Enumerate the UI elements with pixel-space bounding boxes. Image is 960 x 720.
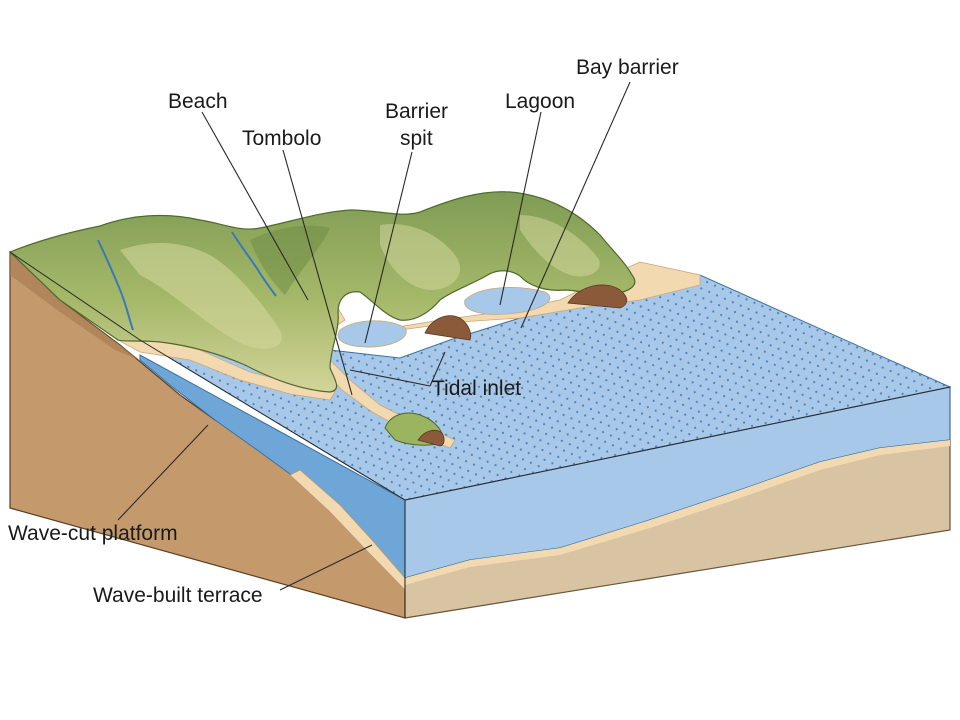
- label-bay-barrier: Bay barrier: [576, 56, 679, 79]
- leader-tidal-inlet-1: [349, 369, 431, 387]
- label-wave-built-terrace: Wave-built terrace: [93, 584, 263, 607]
- hill-highlight-2: [380, 224, 461, 290]
- label-beach: Beach: [168, 90, 228, 113]
- leader-tombolo: [282, 149, 353, 396]
- river-1: [97, 239, 134, 331]
- seabed-sand-line: [405, 440, 950, 585]
- leader-tidal-inlet-2: [429, 351, 446, 387]
- label-wave-cut-platform: Wave-cut platform: [8, 522, 178, 545]
- label-tidal-inlet: Tidal inlet: [432, 377, 521, 400]
- cliff-2: [567, 284, 628, 309]
- label-barrier-spit-line1: Barrier: [385, 100, 448, 123]
- block-top-outline: [9, 251, 951, 501]
- lagoon-water: [464, 287, 551, 315]
- river-2: [231, 231, 277, 297]
- cliff-1: [424, 315, 472, 341]
- label-lagoon: Lagoon: [505, 90, 575, 113]
- leader-bay-barrier: [520, 81, 631, 329]
- hill-shade: [250, 225, 330, 295]
- hill-highlight-3: [520, 215, 600, 277]
- leader-barrier-spit: [364, 151, 413, 344]
- wave-dots: [140, 275, 950, 500]
- leader-wave-cut-platform: [117, 424, 209, 521]
- leader-beach: [201, 111, 309, 301]
- label-tombolo: Tombolo: [242, 127, 321, 150]
- barrier-spit-pool: [337, 320, 407, 348]
- leader-wave-built-terrace: [279, 544, 373, 591]
- hill-highlight-1: [120, 243, 282, 349]
- label-barrier-spit-line2: spit: [400, 127, 433, 150]
- island-cliff: [417, 429, 445, 447]
- leader-lagoon: [499, 111, 542, 306]
